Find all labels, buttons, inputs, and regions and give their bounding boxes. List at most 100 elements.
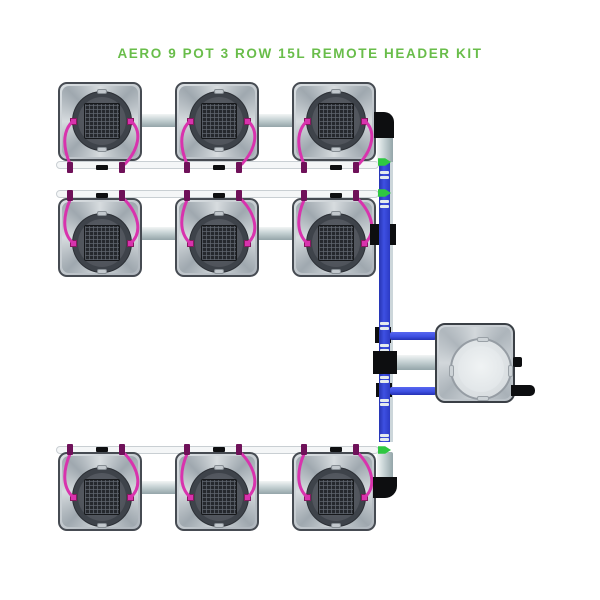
net-basket (73, 468, 131, 526)
lid-tab (331, 211, 341, 216)
clip-anchor-left (187, 240, 194, 247)
row1-manifold-pipe (140, 114, 177, 127)
clip-foot-right (236, 190, 242, 201)
row2-manifold-pipe (140, 227, 177, 240)
rail-connector-mark (213, 447, 225, 452)
clip-anchor-right (244, 118, 251, 125)
lid-tab (331, 269, 341, 274)
pot-row1-3 (292, 82, 376, 173)
elbow-fitting-top (374, 112, 394, 138)
basket-mesh (84, 103, 120, 139)
tank-fitting-nub (513, 357, 522, 367)
pipe-coupling-mark (380, 434, 389, 437)
tank-lid (449, 337, 513, 401)
lid-tab (214, 89, 224, 94)
pipe-coupling-mark (380, 376, 389, 379)
net-basket (307, 214, 365, 272)
clip-anchor-right (127, 494, 134, 501)
basket-mesh (84, 225, 120, 261)
vertical-blue-pipe (379, 162, 390, 442)
clip-anchor-right (244, 240, 251, 247)
clip-anchor-left (304, 118, 311, 125)
basket-mesh (201, 103, 237, 139)
pipe-coupling-mark (380, 327, 389, 330)
pot-row1-1 (58, 82, 142, 173)
lid-tab (214, 211, 224, 216)
clip-anchor-right (127, 118, 134, 125)
clip-foot-right (236, 162, 242, 173)
net-basket (73, 214, 131, 272)
clip-foot-left (301, 190, 307, 201)
basket-mesh (201, 479, 237, 515)
lid-tab-top (477, 337, 489, 342)
net-basket (190, 92, 248, 150)
clip-foot-left (184, 162, 190, 173)
header-blue-pipe-top (390, 332, 436, 340)
clip-anchor-right (127, 240, 134, 247)
clip-anchor-left (70, 494, 77, 501)
lid-tab (97, 211, 107, 216)
basket-mesh (84, 479, 120, 515)
pipe-coupling-mark (380, 344, 389, 347)
clip-foot-left (67, 444, 73, 455)
clip-anchor-left (70, 118, 77, 125)
vertical-silver-pipe-top (377, 134, 393, 164)
net-basket (190, 214, 248, 272)
rail-connector-mark (96, 447, 108, 452)
clip-anchor-right (361, 240, 368, 247)
pipe-coupling-mark (380, 171, 389, 174)
lid-tab (214, 465, 224, 470)
pot-row2-2 (175, 190, 259, 277)
clip-foot-left (67, 190, 73, 201)
pot-row3-3 (292, 444, 376, 531)
row1-manifold-pipe (257, 114, 294, 127)
lid-tab-right (508, 365, 513, 377)
rail-connector-mark (96, 193, 108, 198)
pipe-coupling-mark (380, 322, 389, 325)
clip-foot-left (184, 444, 190, 455)
pipe-coupling-mark (380, 380, 389, 383)
green-clip-row2 (378, 189, 391, 197)
pipe-coupling-mark (380, 349, 389, 352)
clip-anchor-left (304, 240, 311, 247)
basket-mesh (201, 225, 237, 261)
lid-tab (331, 465, 341, 470)
lid-tab (97, 269, 107, 274)
pot-row2-3 (292, 190, 376, 277)
lid-tab (331, 523, 341, 528)
tank-outlet-stub (511, 385, 535, 396)
pipe-coupling-mark (380, 399, 389, 402)
rail-connector-mark (213, 193, 225, 198)
lid-tab-left (449, 365, 454, 377)
clip-foot-left (301, 444, 307, 455)
green-clip-row3 (378, 446, 391, 454)
tank-lid-cap (458, 346, 504, 392)
product-title: AERO 9 POT 3 ROW 15L REMOTE HEADER KIT (117, 46, 483, 61)
clip-foot-right (236, 444, 242, 455)
remote-header-tank (435, 323, 535, 403)
basket-mesh (318, 103, 354, 139)
pipe-highlight (390, 162, 393, 442)
pipe-coupling-mark (380, 438, 389, 441)
pot-row1-2 (175, 82, 259, 173)
header-silver-pipe (393, 355, 437, 370)
row3-manifold-pipe (140, 481, 177, 494)
basket-mesh (318, 225, 354, 261)
pipe-coupling-mark (380, 176, 389, 179)
lid-tab (331, 147, 341, 152)
elbow-fitting-bottom (373, 477, 397, 498)
rail-connector-mark (213, 165, 225, 170)
clip-foot-right (119, 162, 125, 173)
lid-tab (97, 523, 107, 528)
clip-anchor-right (361, 118, 368, 125)
clip-anchor-right (244, 494, 251, 501)
pot-row3-2 (175, 444, 259, 531)
clip-foot-left (184, 190, 190, 201)
rail-connector-mark (330, 165, 342, 170)
clip-foot-right (353, 444, 359, 455)
row2-manifold-pipe (257, 227, 294, 240)
pipe-coupling-mark (380, 205, 389, 208)
lid-tab (214, 147, 224, 152)
net-basket (73, 92, 131, 150)
